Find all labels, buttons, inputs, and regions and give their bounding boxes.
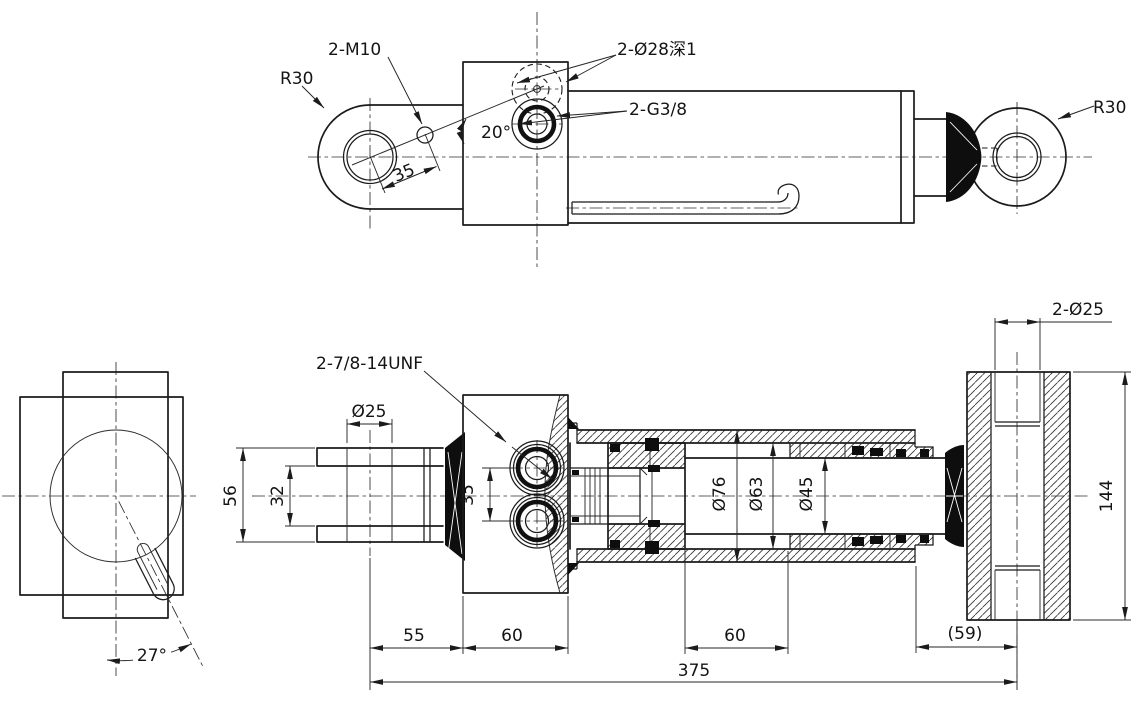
unf-port-b — [515, 499, 559, 543]
dim-60a: 60 — [501, 626, 523, 646]
top-view: R30 2-M10 35 20° 2-Ø28深1 2-G3/8 R30 — [280, 12, 1126, 268]
dim-phi28: 2-Ø28深1 — [617, 40, 697, 60]
top-view-dimensions: R30 2-M10 35 20° 2-Ø28深1 2-G3/8 R30 — [280, 40, 1126, 194]
dim-59: (59) — [948, 624, 983, 644]
head-block-top — [462, 61, 569, 226]
dim-phi76: Ø76 — [710, 476, 730, 511]
dim-60b: 60 — [724, 626, 746, 646]
dim-56: 56 — [221, 485, 241, 507]
dim-2phi25: 2-Ø25 — [1052, 300, 1104, 320]
dim-32: 32 — [268, 485, 288, 507]
end-view: 27° — [2, 362, 204, 676]
unf-port-a — [515, 446, 559, 490]
dim-phi63: Ø63 — [747, 476, 767, 511]
cushion-pipe — [571, 183, 800, 215]
dim-375: 375 — [678, 661, 710, 681]
dim-55: 55 — [403, 626, 425, 646]
rod-end-mount — [945, 371, 1071, 621]
dim-35-ports: 35 — [458, 484, 478, 506]
spotface-hidden — [511, 63, 563, 115]
dim-20deg: 20° — [481, 123, 511, 143]
dim-r30-right: R30 — [1093, 98, 1126, 118]
right-eye — [946, 107, 1067, 207]
dim-35-top: 35 — [390, 160, 418, 187]
pipe-end-view — [118, 501, 204, 668]
clevis — [316, 432, 465, 561]
dim-phi45: Ø45 — [797, 476, 817, 511]
piston-assembly — [570, 438, 686, 554]
end-view-block — [19, 396, 184, 596]
left-eye — [317, 104, 464, 210]
dim-phi25: Ø25 — [351, 402, 386, 422]
dim-unf: 2-7/8-14UNF — [316, 354, 423, 374]
spherical-washer-top — [946, 112, 982, 202]
section-view: 56 32 Ø25 2-7/8-14UNF 35 Ø76 Ø63 Ø45 — [221, 300, 1131, 690]
dim-2m10: 2-M10 — [328, 40, 381, 60]
gland — [789, 443, 934, 549]
dim-r30-left: R30 — [280, 69, 313, 89]
tube-section — [569, 429, 916, 563]
m10-hole — [416, 126, 434, 144]
dim-g38: 2-G3/8 — [629, 100, 687, 120]
head-block-section — [462, 394, 579, 594]
tube-circle — [49, 429, 183, 563]
dim-144: 144 — [1097, 480, 1117, 512]
dim-27deg: 27° — [137, 646, 167, 666]
section-dimensions: 56 32 Ø25 2-7/8-14UNF 35 Ø76 Ø63 Ø45 — [221, 300, 1131, 690]
tube-top — [567, 90, 947, 224]
hidden-thread — [982, 147, 998, 167]
